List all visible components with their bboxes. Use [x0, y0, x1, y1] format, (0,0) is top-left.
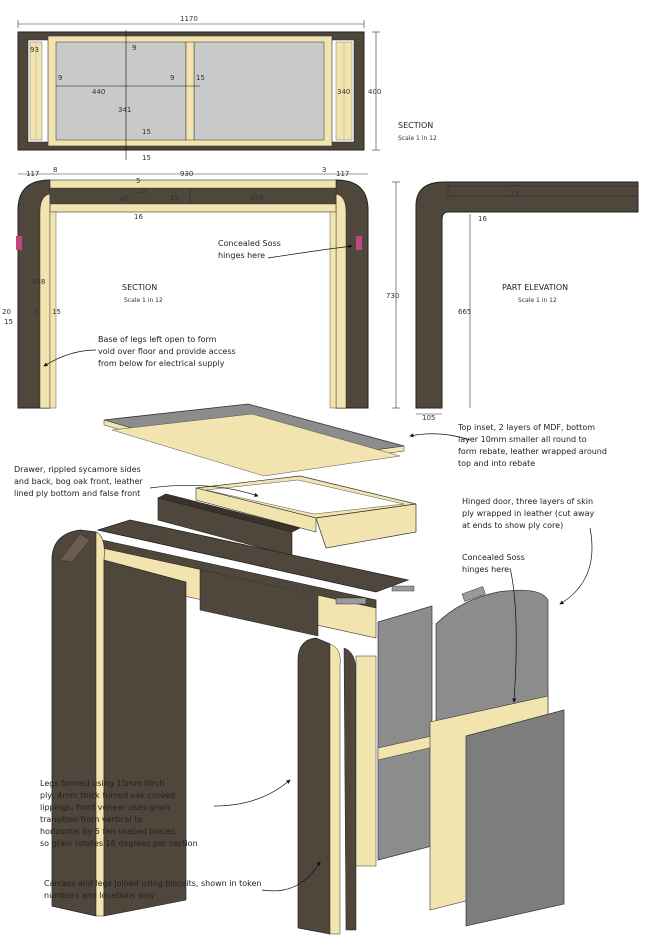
legs-note-line-5: horizontal by 5 fan shaped pieces [40, 827, 175, 836]
door-note-line-3: at ends to show ply core) [462, 521, 563, 530]
door-note: Hinged door, three layers of skin ply wr… [462, 497, 597, 530]
dim-665: 665 [458, 308, 471, 316]
dim-5: 5 [136, 177, 140, 185]
hinges-note-line-1: Concealed Soss [462, 553, 525, 562]
dim-117-right: 117 [336, 170, 349, 178]
top-inset-note-line-4: top and into rebate [458, 459, 535, 468]
legs-note: Legs formed using 15mm birch ply, 4mm th… [40, 779, 198, 848]
dim-458: 458 [250, 194, 263, 202]
dim-15-b: 15 [142, 154, 151, 162]
dim-341: 341 [118, 106, 131, 114]
top-inset-note-line-1: Top inset, 2 layers of MDF, bottom [457, 423, 595, 432]
dim-15-r: 15 [52, 308, 61, 316]
door-note-line-2: ply wrapped in leather (cut away [462, 509, 594, 518]
dim-15-elev: 15 [510, 190, 519, 198]
dim-3-right: 3 [322, 166, 326, 174]
dim-40: 40 [120, 195, 129, 203]
front-section-scale: Scale 1 in 12 [124, 297, 163, 304]
legs-note-line-6: so grain rotates 18 degrees per section [40, 839, 198, 848]
dim-5-low: 5 [34, 308, 38, 316]
notes: Concealed Soss hinges here Base of legs … [14, 239, 609, 900]
hinge-note-text: Concealed Soss hinges here [218, 239, 283, 260]
hinge-note-line-2: hinges here [218, 251, 265, 260]
dim-16: 16 [134, 213, 143, 221]
dim-9-mid: 9 [170, 74, 174, 82]
drawer-note: Drawer, rippled sycamore sides and back,… [14, 465, 145, 498]
part-elevation-title: PART ELEVATION [502, 283, 568, 292]
legs-note-line-1: Legs formed using 15mm birch [40, 779, 165, 788]
dim-93: 93 [30, 46, 39, 54]
legs-note-line-4: transition from vertical to [40, 815, 142, 824]
dim-9-left: 9 [58, 74, 62, 82]
biscuits-note-line-1: Carcass and legs joined using biscuits, … [44, 879, 261, 888]
dim-117-left: 117 [26, 170, 39, 178]
legs-note-line-2: ply, 4mm thick fumed oak curved [40, 791, 175, 800]
dim-930: 930 [180, 170, 193, 178]
biscuits-note: Carcass and legs joined using biscuits, … [44, 879, 264, 900]
dim-440: 440 [92, 88, 105, 96]
dim-overall-width: 1170 [180, 15, 198, 23]
door-note-line-1: Hinged door, three layers of skin [462, 497, 593, 506]
top-inset-note: Top inset, 2 layers of MDF, bottom layer… [457, 423, 609, 468]
dim-15-mid: 15 [196, 74, 205, 82]
exploded-view-drawing [51, 403, 593, 935]
dim-25: 25 [138, 187, 147, 195]
legs-base-note: Base of legs left open to form void over… [98, 335, 238, 368]
top-section-drawing: 1170 93 9 9 9 15 440 341 340 15 15 400 S… [17, 15, 437, 162]
front-section-title: SECTION [122, 283, 157, 292]
hinges-note-line-2: hinges here [462, 565, 509, 574]
biscuits-note-line-2: numbers and locations only [44, 891, 155, 900]
top-inset-note-line-3: form rebate, leather wrapped around [458, 447, 607, 456]
dim-15: 15 [170, 194, 179, 202]
dim-340: 340 [337, 88, 350, 96]
legs-base-note-line-3: from below for electrical supply [98, 359, 225, 368]
legs-note-line-3: lippings, front veneer uses grain [40, 803, 170, 812]
drawer-note-line-2: and back, bog oak front, leather [14, 477, 144, 486]
top-inset-note-line-2: layer 10mm smaller all round to [458, 435, 587, 444]
hinge-note-line-1: Concealed Soss [218, 239, 281, 248]
dim-458-v: 458 [32, 278, 45, 286]
dim-20: 20 [2, 308, 11, 316]
dim-8-left: 8 [53, 166, 57, 174]
part-elevation-scale: Scale 1 in 12 [518, 297, 557, 304]
drawer-note-line-3: lined ply bottom and false front [14, 489, 140, 498]
top-section-scale: Scale 1 in 12 [398, 135, 437, 142]
hinges-note: Concealed Soss hinges here [462, 553, 527, 574]
dim-105: 105 [422, 414, 435, 422]
dim-15-low: 15 [4, 318, 13, 326]
dim-730: 730 [386, 292, 399, 300]
dim-400: 400 [368, 88, 381, 96]
front-section-drawing: 117 8 930 3 117 5 25 15 40 458 16 458 20… [2, 166, 369, 409]
part-elevation-drawing: 730 665 105 16 15 PART ELEVATION Scale 1… [386, 181, 639, 422]
dim-9-top: 9 [132, 44, 136, 52]
drawer-note-line-1: Drawer, rippled sycamore sides [14, 465, 141, 474]
dim-15-a: 15 [142, 128, 151, 136]
dim-16-elev: 16 [478, 215, 487, 223]
legs-base-note-line-2: void over floor and provide access [98, 347, 236, 356]
top-section-title: SECTION [398, 121, 433, 130]
legs-base-note-line-1: Base of legs left open to form [98, 335, 217, 344]
